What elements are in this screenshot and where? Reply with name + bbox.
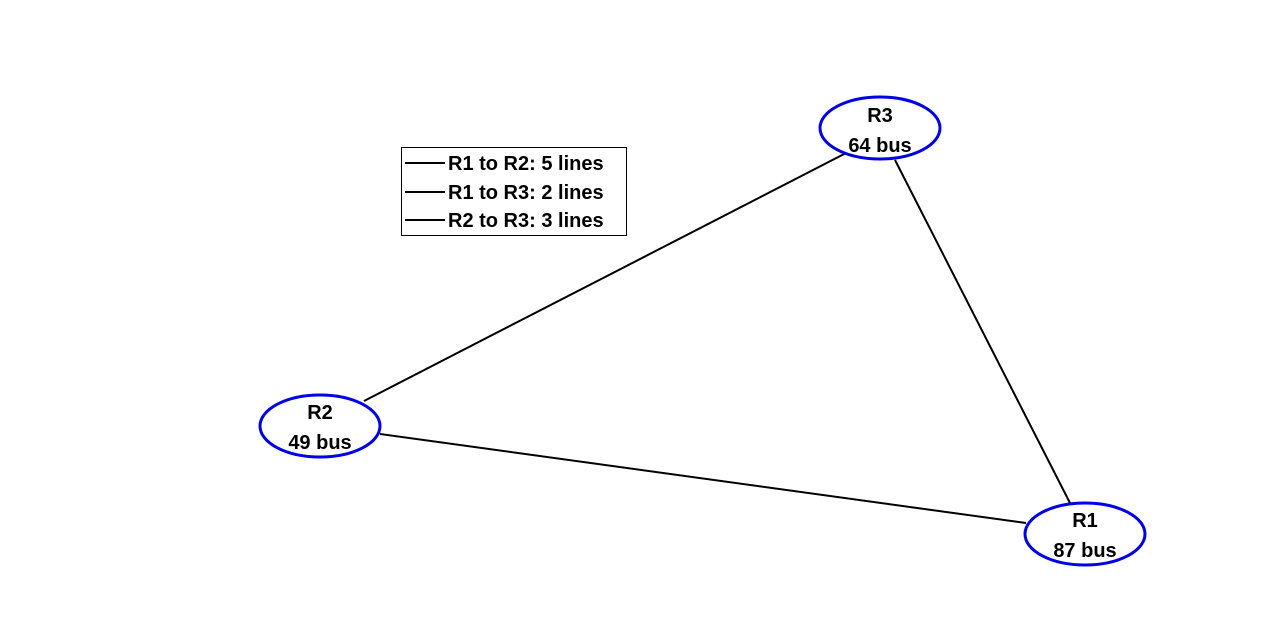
node-r1: R1 87 bus (1023, 501, 1147, 567)
node-r2-ellipse (258, 393, 382, 459)
edge-r3-r1 (894, 159, 1071, 504)
node-r3: R3 64 bus (818, 95, 942, 161)
legend: R1 to R2: 5 lines R1 to R3: 2 lines R2 t… (401, 147, 627, 236)
edge-r2-r1 (379, 433, 1027, 524)
node-r1-bus-count: 87 bus (1053, 540, 1116, 562)
legend-entry-r2-r3: R2 to R3: 3 lines (405, 210, 604, 232)
node-r2-bus-count: 49 bus (288, 432, 351, 454)
node-r3-bus-count: 64 bus (848, 135, 911, 157)
node-r1-ellipse (1023, 501, 1147, 567)
legend-entry-r1-r2: R1 to R2: 5 lines (405, 153, 604, 175)
node-r2: R2 49 bus (258, 393, 382, 459)
node-r3-ellipse (818, 95, 942, 161)
edge-r2-r3 (363, 151, 849, 402)
legend-entry-label: R1 to R3: 2 lines (448, 182, 604, 204)
legend-entry-label: R2 to R3: 3 lines (448, 210, 604, 232)
node-r1-label: R1 (1072, 510, 1098, 532)
legend-entry-r1-r3: R1 to R3: 2 lines (405, 182, 604, 204)
legend-entry-label: R1 to R2: 5 lines (448, 153, 604, 175)
node-r3-label: R3 (867, 105, 893, 127)
node-r2-label: R2 (307, 402, 333, 424)
